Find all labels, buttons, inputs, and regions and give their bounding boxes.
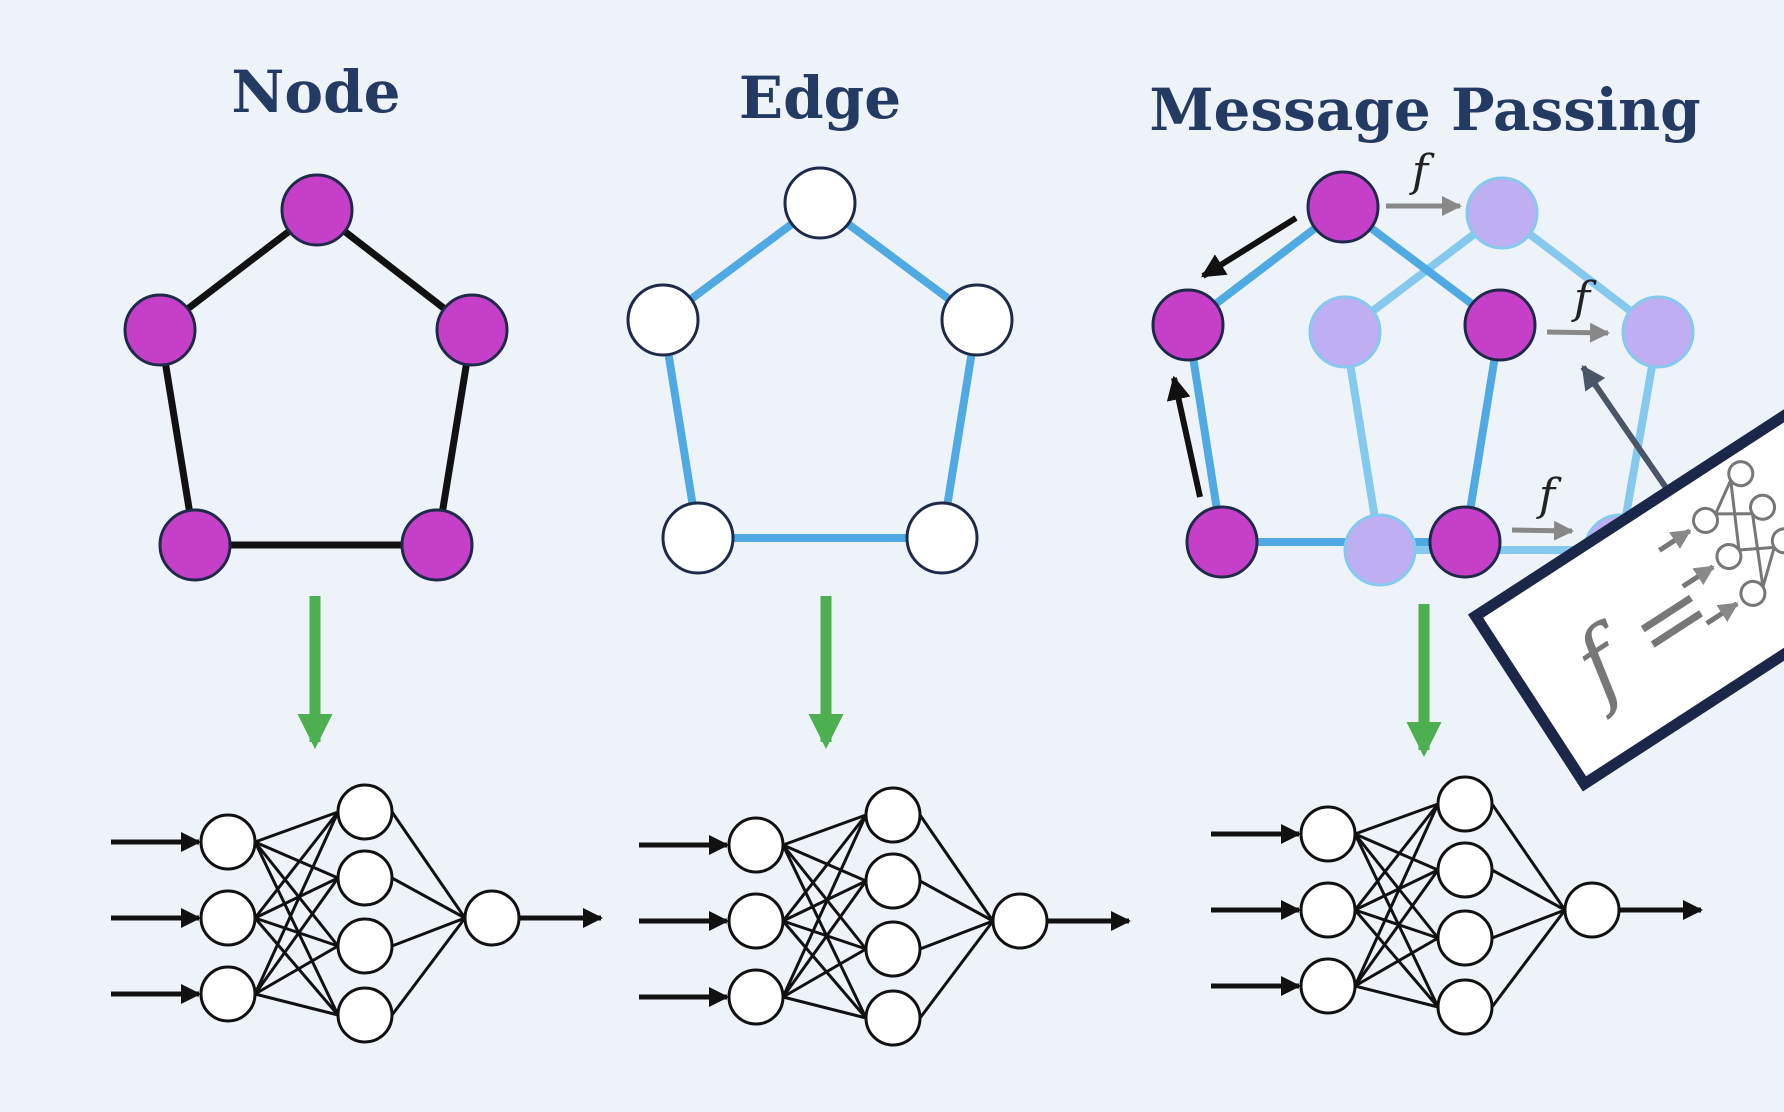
node-graph: [156, 207, 476, 549]
title-node: Node: [231, 58, 400, 126]
neuron: [991, 892, 1049, 950]
neuron: [727, 892, 785, 950]
connection: [1491, 908, 1566, 940]
connection: [253, 877, 340, 995]
connection: [253, 811, 340, 919]
connection: [1354, 868, 1439, 912]
connection: [391, 916, 466, 948]
neuron: [1563, 881, 1621, 939]
neuron: [336, 986, 394, 1044]
f-label-bottom: f: [1536, 470, 1562, 521]
connection: [390, 917, 467, 1016]
connection: [782, 813, 867, 847]
connection: [1353, 803, 1440, 911]
message-arrows: [1166, 215, 1298, 498]
connection: [781, 814, 868, 922]
connection: [1353, 833, 1440, 939]
connection: [390, 811, 467, 919]
connection: [782, 919, 867, 951]
neural-network-1: [111, 783, 603, 1044]
neuron: [1436, 978, 1494, 1036]
neuron: [864, 786, 922, 844]
connection: [1490, 909, 1567, 1008]
connection: [1354, 984, 1439, 1009]
connection: [918, 814, 995, 922]
title-edge: Edge: [739, 64, 901, 132]
connection: [254, 944, 339, 996]
connection: [1353, 869, 1440, 987]
connection: [1353, 803, 1440, 987]
connection: [1354, 802, 1439, 836]
connection: [1354, 832, 1439, 872]
neuron: [1299, 805, 1357, 863]
message-passing-nodes: [1151, 170, 1537, 579]
connection: [1353, 833, 1440, 1008]
connection: [254, 840, 339, 880]
neuron: [1299, 957, 1357, 1015]
update-arrows: [1386, 196, 1610, 541]
neuron: [727, 968, 785, 1026]
connection: [1354, 936, 1439, 988]
function-zoom-box: f =: [1467, 368, 1784, 792]
neural-network-2: [639, 786, 1131, 1047]
connection: [254, 916, 339, 948]
node-graph-nodes: [123, 173, 509, 582]
connection: [781, 844, 868, 1019]
connection: [1490, 803, 1567, 911]
connection: [782, 995, 867, 1020]
neuron: [864, 852, 922, 910]
connection: [919, 879, 994, 923]
connection: [919, 919, 994, 951]
neuron: [1436, 909, 1494, 967]
connection: [254, 876, 339, 920]
connection: [781, 844, 868, 950]
neuron: [336, 849, 394, 907]
mini-network: [1692, 460, 1784, 607]
neuron: [336, 917, 394, 975]
connection: [918, 920, 995, 1019]
connection: [1353, 909, 1440, 1008]
edge-graph-nodes: [626, 166, 1014, 575]
connection: [781, 814, 868, 998]
f-label-top: f: [1409, 146, 1435, 197]
neural-networks: [111, 775, 1703, 1047]
neuron: [1436, 775, 1494, 833]
connection: [391, 876, 466, 920]
neuron: [463, 889, 521, 947]
neuron: [1299, 881, 1357, 939]
neuron: [864, 989, 922, 1047]
connection: [253, 841, 340, 1016]
connection: [781, 880, 868, 998]
connection: [254, 810, 339, 844]
neuron: [199, 889, 257, 947]
neuron: [864, 920, 922, 978]
edge-graph: [659, 199, 981, 542]
title-message-passing: Message Passing: [1149, 76, 1700, 144]
neuron: [727, 816, 785, 874]
connection: [782, 947, 867, 999]
connection: [1354, 908, 1439, 940]
neuron: [1436, 841, 1494, 899]
connection: [254, 992, 339, 1017]
neuron: [336, 783, 394, 841]
connection: [253, 811, 340, 995]
green-arrows: [297, 596, 1442, 758]
connection: [782, 879, 867, 923]
message-passing-ghost-graph: [1341, 209, 1662, 554]
neural-network-3: [1211, 775, 1703, 1036]
connection: [253, 841, 340, 947]
neuron: [199, 965, 257, 1023]
connection: [253, 917, 340, 1016]
connection: [1491, 868, 1566, 912]
connection: [781, 920, 868, 1019]
neuron: [199, 813, 257, 871]
connection: [782, 843, 867, 883]
